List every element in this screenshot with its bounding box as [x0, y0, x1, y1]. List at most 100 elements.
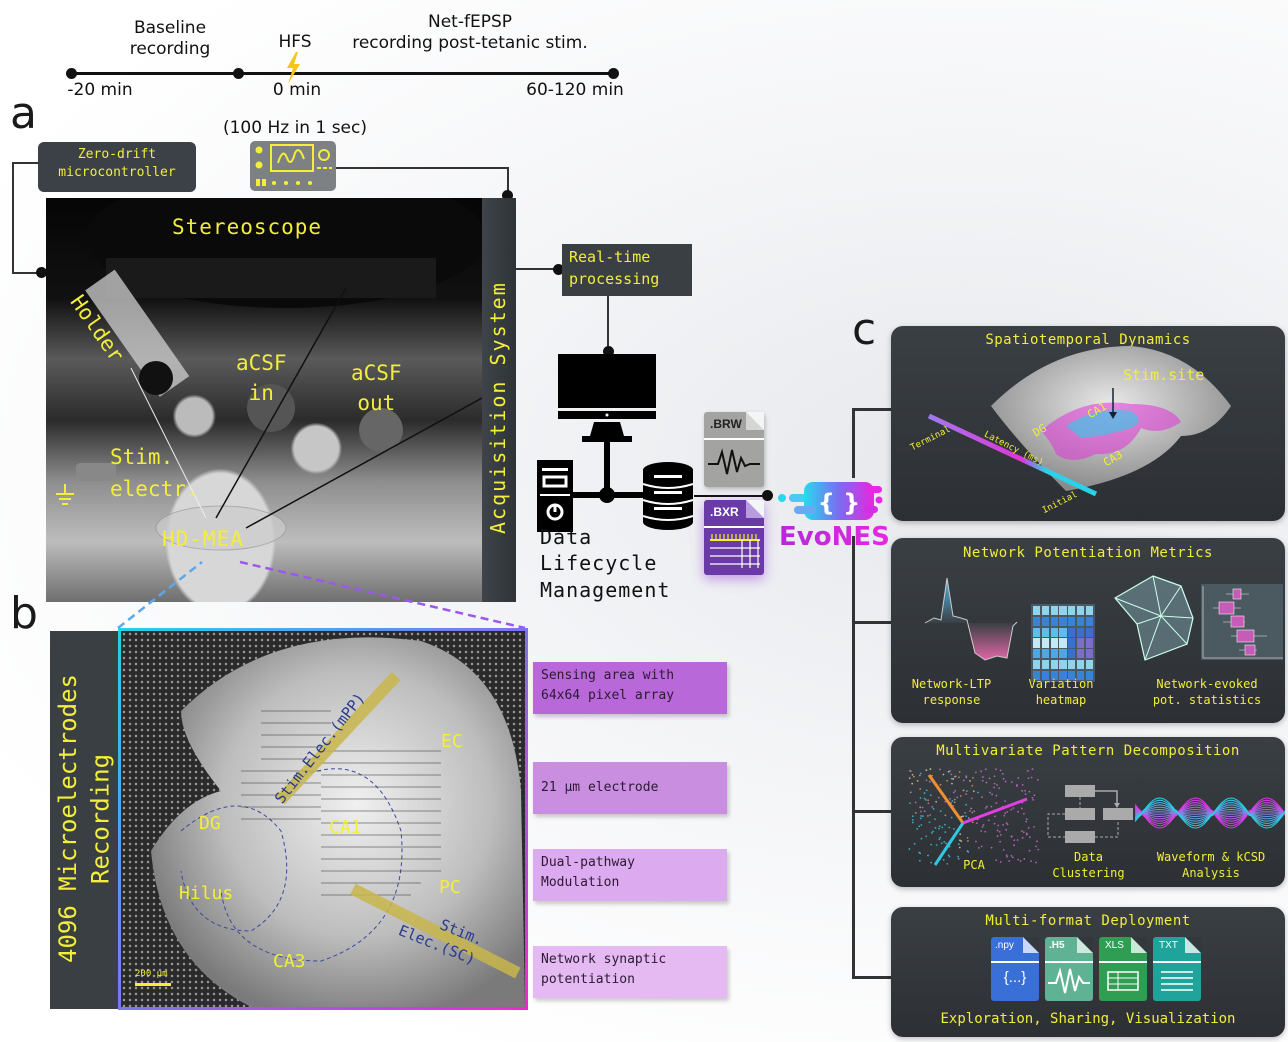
pca-point: [919, 810, 922, 813]
acsf-out-label: aCSF out: [351, 361, 402, 416]
pca-point: [908, 848, 911, 850]
pca-point: [939, 783, 942, 786]
heatmap-cell: [1059, 606, 1067, 616]
pca-point: [958, 776, 960, 779]
connector: [852, 408, 892, 411]
pca-point: [919, 772, 922, 775]
lightning-icon: [287, 52, 300, 84]
heatmap-cell: [1059, 616, 1067, 627]
h5-file-icon: .H5: [1045, 937, 1093, 1001]
pca-point: [1013, 839, 1016, 842]
pca-point: [977, 791, 979, 794]
pca-point: [927, 815, 929, 817]
region-label-hilus: Hilus: [179, 883, 234, 904]
pca-point: [962, 779, 965, 782]
heatmap-cell: [1033, 638, 1041, 648]
pca-point: [1006, 855, 1008, 858]
evones-logo-text: EvoNES: [779, 522, 890, 552]
connector: [852, 621, 892, 624]
card-title: Spatiotemporal Dynamics: [985, 332, 1191, 348]
heatmap-cell: [1059, 638, 1067, 648]
pca-point: [988, 777, 991, 780]
pca-point: [916, 827, 919, 830]
pca-point: [932, 830, 934, 833]
xls-file-icon: XLS: [1099, 937, 1147, 1001]
pca-point: [930, 861, 933, 864]
pca-point: [966, 850, 969, 852]
pca-point: [1033, 825, 1035, 828]
pca-point: [919, 788, 922, 790]
pca-point: [973, 810, 976, 813]
timeline-hfs-dot: [233, 68, 244, 79]
waveform-trace: [1135, 804, 1285, 822]
hippocampal-slice-illustration: [135, 637, 525, 1007]
pca-point: [946, 862, 949, 865]
h5-ext-label: .H5: [1049, 940, 1065, 951]
heatmap-cell: [1068, 606, 1076, 616]
pca-component-axis: [962, 797, 1028, 825]
waveform-trace: [1135, 811, 1285, 815]
caption-variation-heatmap: Variation heatmap: [1028, 677, 1094, 708]
pca-point: [1030, 776, 1033, 779]
stimulator-device-icon: [250, 141, 336, 191]
pca-point: [991, 793, 993, 796]
connector: [507, 167, 509, 195]
pca-point: [945, 842, 947, 845]
pca-point: [1036, 840, 1038, 843]
pca-point: [929, 814, 932, 816]
connector-dot: [36, 267, 47, 278]
pca-point: [987, 819, 990, 822]
pca-point: [1008, 860, 1011, 862]
pca-point: [924, 799, 927, 801]
pca-point: [1033, 794, 1036, 797]
pca-point: [939, 810, 942, 813]
bxr-ext-label: .BXR: [710, 505, 739, 519]
pca-point: [1005, 854, 1008, 856]
heatmap-cell: [1076, 638, 1085, 648]
pca-point: [960, 815, 963, 818]
heatmap-cell: [1085, 659, 1093, 670]
file-fold: [746, 500, 764, 518]
panel-b-letter: b: [10, 588, 38, 639]
pca-point: [998, 830, 1001, 833]
timeline-postetanic-label: Net-fEPSP recording post-tetanic stim.: [352, 12, 588, 54]
pca-point: [959, 833, 962, 836]
txt-file-icon: TXT: [1153, 937, 1201, 1001]
heatmap-cell: [1068, 649, 1076, 659]
pca-component-axis: [933, 822, 965, 866]
pca-point: [937, 796, 940, 799]
pca-point: [931, 805, 934, 808]
svg-text:{ }: { }: [818, 489, 861, 517]
pca-point: [1010, 781, 1013, 783]
caption-ltp-response: Network-LTP response: [911, 677, 992, 708]
caption-data-clustering: Data Clustering: [1052, 850, 1125, 881]
deployment-caption: Exploration, Sharing, Visualization: [940, 1011, 1236, 1027]
pca-point: [934, 827, 937, 829]
heatmap-cell: [1050, 649, 1058, 659]
pca-point: [1004, 800, 1006, 802]
pca-point: [996, 835, 999, 838]
card-multi-format-deployment: Multi-format Deployment .npy {...} .H5 X…: [891, 907, 1285, 1037]
heatmap-cell: [1041, 670, 1050, 680]
file-divider: [1045, 961, 1093, 963]
heatmap-cell: [1059, 649, 1067, 659]
pca-point: [1017, 858, 1020, 861]
pca-point: [914, 801, 917, 804]
timeline-end-dot: [608, 68, 619, 79]
pca-point: [996, 829, 999, 832]
pca-point: [912, 775, 915, 778]
pca-point: [941, 826, 944, 829]
pca-point: [911, 819, 914, 821]
card-title: Network Potentiation Metrics: [962, 545, 1213, 561]
pca-point: [954, 789, 957, 792]
heatmap-cell: [1041, 638, 1050, 648]
file-fold: [746, 412, 764, 430]
pca-point: [981, 776, 984, 778]
bxr-file-icon: .BXR: [704, 500, 764, 575]
pca-point: [918, 859, 921, 862]
pca-point: [1027, 826, 1030, 829]
pca-point: [998, 787, 1000, 790]
connector: [604, 442, 610, 497]
connector: [516, 268, 562, 270]
pca-point: [950, 773, 953, 776]
